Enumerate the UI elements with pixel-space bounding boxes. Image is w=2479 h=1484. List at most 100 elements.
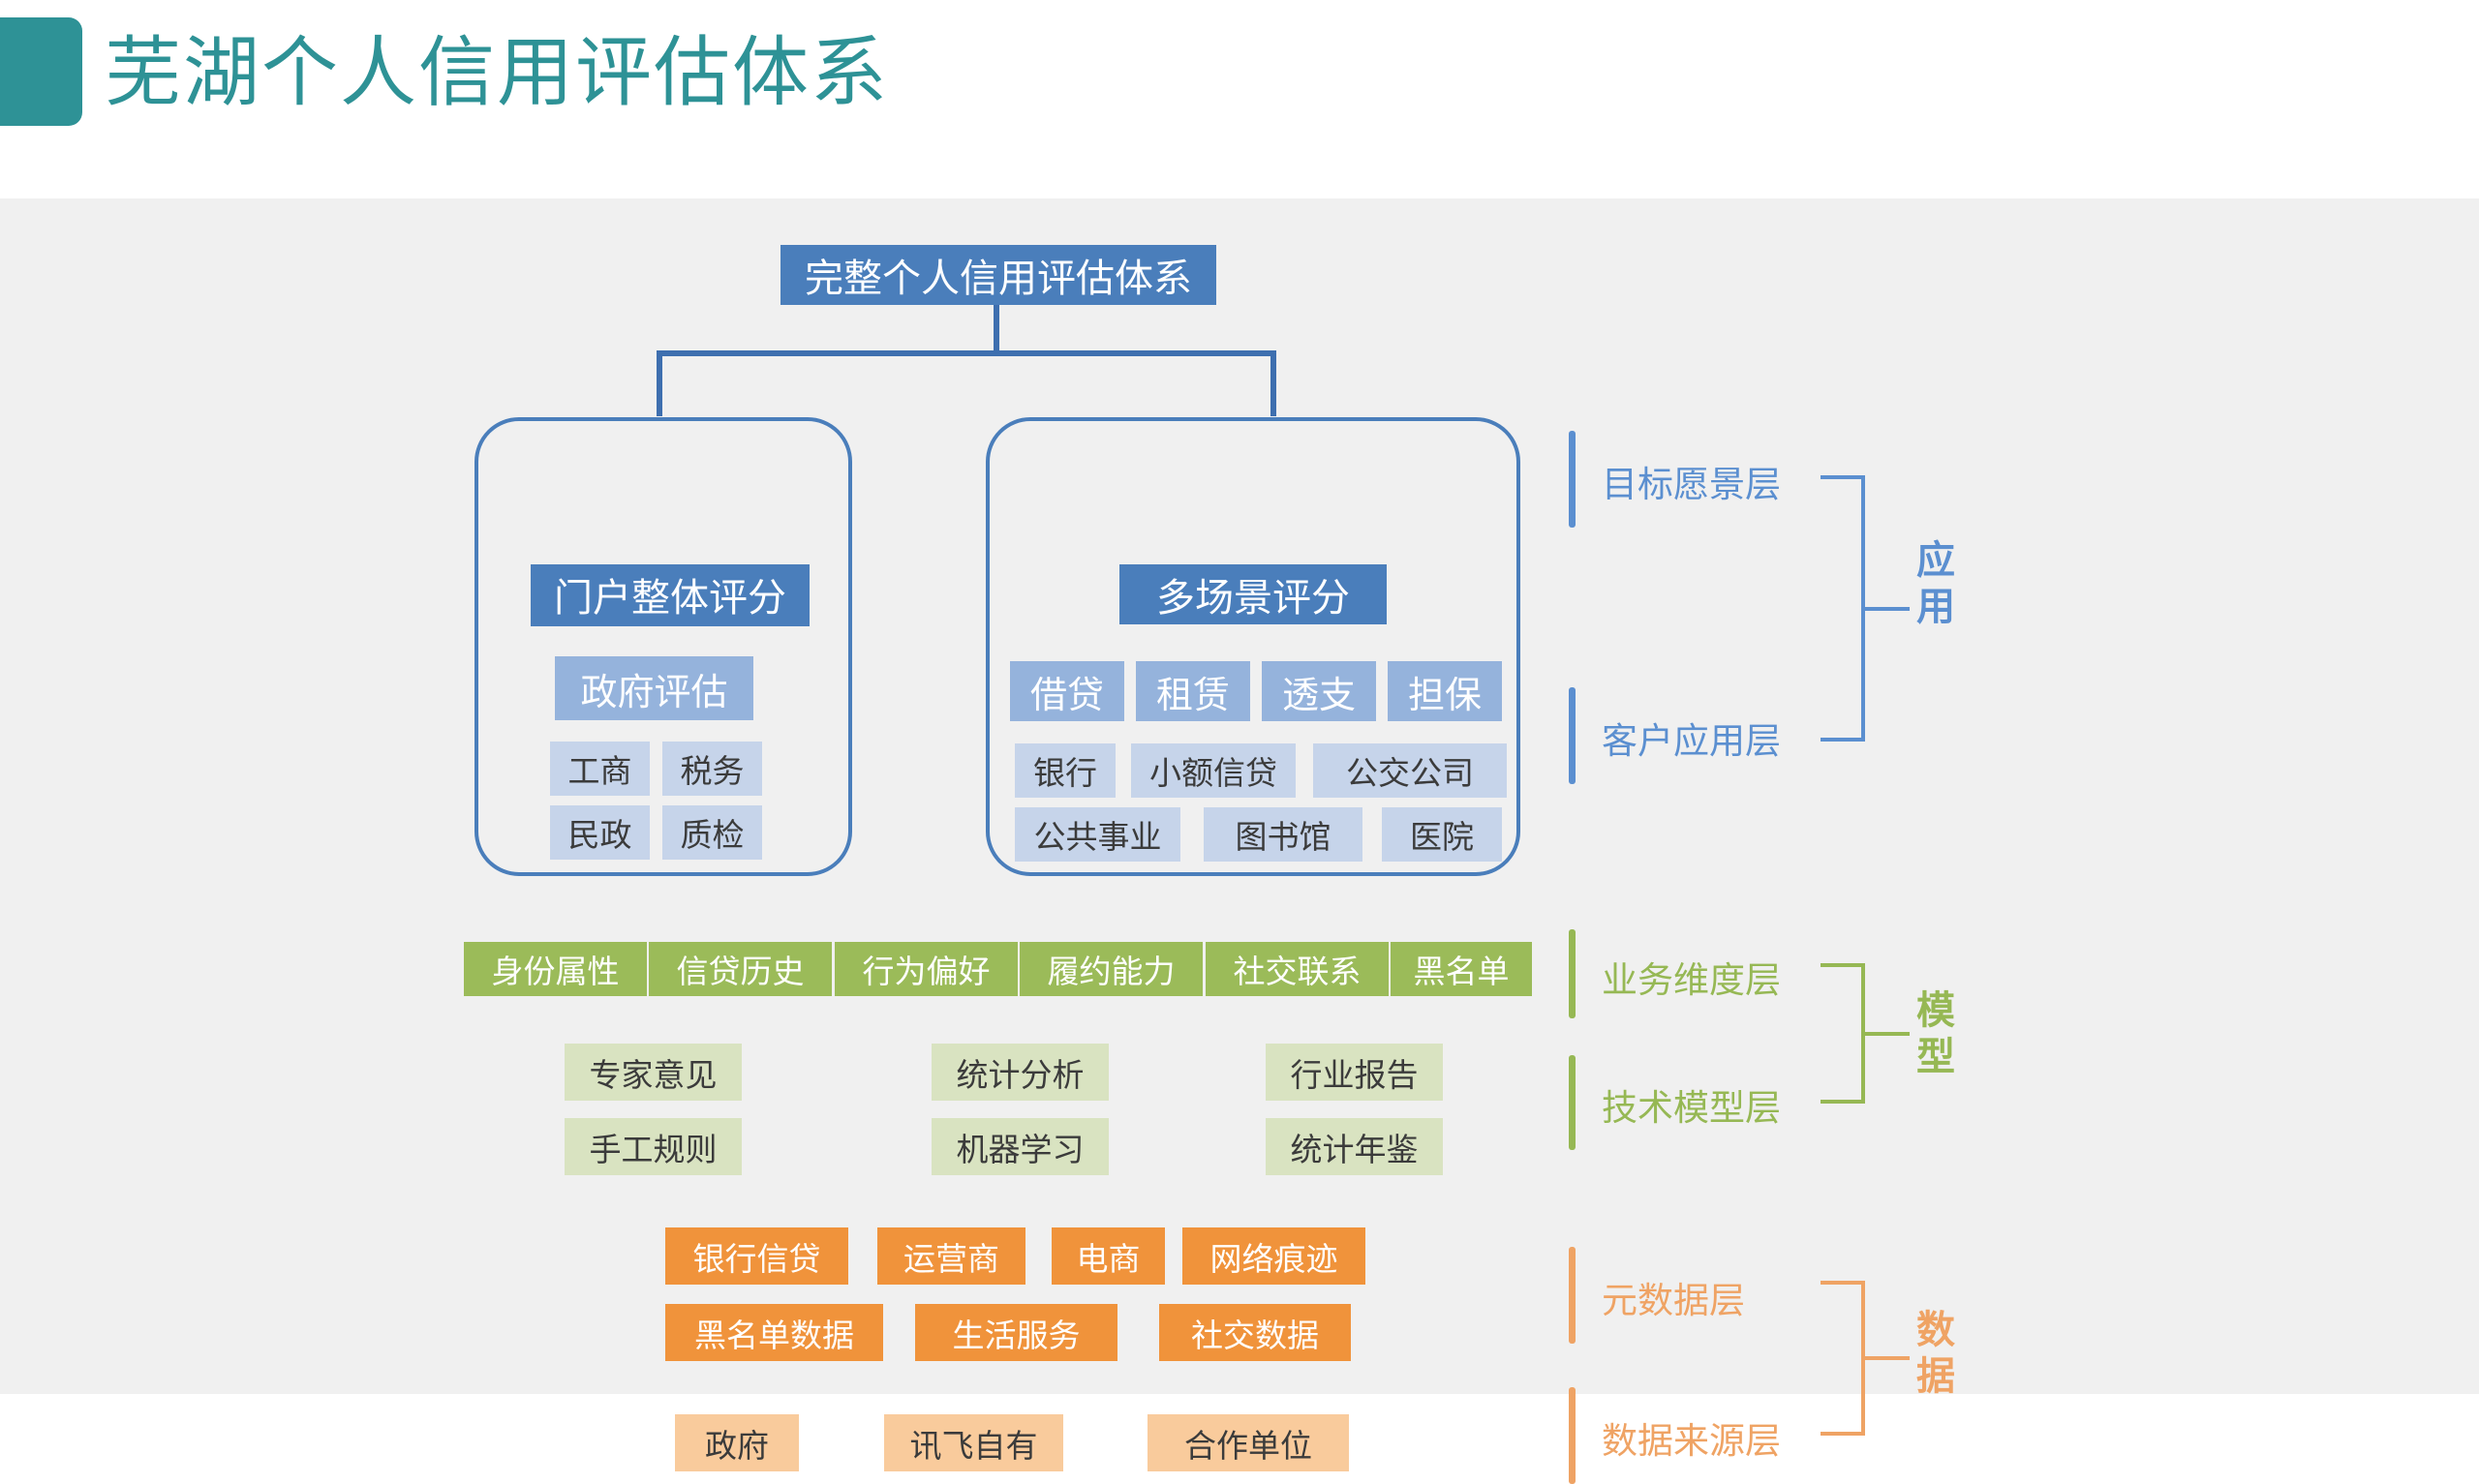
node-label: 统计分析 (956, 1058, 1085, 1094)
legend-label-source: 数据来源层 (1602, 1421, 1781, 1461)
node-label: 行为偏好 (862, 955, 991, 990)
node-scenario-r1c1[interactable]: 图书馆 (1204, 807, 1362, 862)
node-root[interactable]: 完整个人信用评估体系 (780, 245, 1216, 305)
node-source-2[interactable]: 合作单位 (1148, 1414, 1349, 1471)
node-metadata-r0c2[interactable]: 电商 (1052, 1227, 1165, 1285)
node-label: 社交联系 (1233, 955, 1362, 990)
node-label: 租赁 (1155, 675, 1230, 716)
node-source-1[interactable]: 讯飞自有 (884, 1414, 1063, 1471)
node-label: 统计年鉴 (1290, 1133, 1419, 1168)
node-scenario-p3[interactable]: 担保 (1388, 661, 1502, 721)
node-label: 手工规则 (589, 1133, 718, 1168)
legend-bar-customer (1569, 687, 1576, 784)
node-scenario-p2[interactable]: 透支 (1262, 661, 1376, 721)
group-outline-portal (474, 417, 852, 876)
connector-left-drop (657, 350, 662, 416)
node-metadata-r0c3[interactable]: 网络痕迹 (1182, 1227, 1365, 1285)
branch-head-portal[interactable]: 门户整体评分 (531, 564, 810, 624)
legend-label-customer: 客户应用层 (1602, 721, 1781, 761)
node-scenario-p0[interactable]: 借贷 (1010, 661, 1124, 721)
legend-brace-application (1821, 475, 1946, 742)
node-portal-r0c1[interactable]: 税务 (662, 742, 762, 796)
node-label: 信贷历史 (676, 955, 805, 990)
legend-bar-vision (1569, 431, 1576, 528)
node-model-r0c2[interactable]: 行业报告 (1266, 1044, 1443, 1101)
node-label: 履约能力 (1047, 955, 1176, 990)
node-label: 合作单位 (1184, 1429, 1312, 1465)
node-label: 银行 (1033, 757, 1097, 792)
node-label: 借贷 (1029, 675, 1104, 716)
branch-head-portal-label: 门户整体评分 (554, 576, 786, 620)
node-scenario-r1c0[interactable]: 公共事业 (1015, 807, 1180, 862)
group-outline-scenario (986, 417, 1520, 876)
legend-label-techmodel: 技术模型层 (1602, 1088, 1781, 1128)
node-label: 电商 (1076, 1242, 1141, 1278)
node-metadata-r0c1[interactable]: 运营商 (877, 1227, 1025, 1285)
node-label: 社交数据 (1191, 1318, 1319, 1354)
node-government-assessment[interactable]: 政府评估 (555, 656, 753, 720)
node-metadata-r0c0[interactable]: 银行信贷 (665, 1227, 848, 1285)
node-scenario-r0c1[interactable]: 小额信贷 (1131, 743, 1296, 798)
node-label: 医院 (1410, 821, 1474, 856)
legend-bar-dimension (1569, 929, 1576, 1018)
node-portal-r0c0[interactable]: 工商 (550, 742, 650, 796)
node-source-0[interactable]: 政府 (675, 1414, 799, 1471)
node-metadata-r1c2[interactable]: 社交数据 (1159, 1304, 1351, 1361)
legend-label-vision: 目标愿景层 (1602, 465, 1781, 504)
node-label: 税务 (680, 755, 745, 790)
node-label: 民政 (567, 819, 632, 854)
node-label: 图书馆 (1235, 821, 1331, 856)
node-portal-r1c1[interactable]: 质检 (662, 805, 762, 860)
node-label: 质检 (680, 819, 745, 854)
node-root-label: 完整个人信用评估体系 (805, 257, 1192, 300)
node-label: 担保 (1407, 675, 1482, 716)
node-label: 透支 (1281, 675, 1356, 716)
node-label: 公共事业 (1033, 821, 1162, 856)
node-scenario-r0c0[interactable]: 银行 (1015, 743, 1116, 798)
node-label: 身份属性 (491, 955, 620, 990)
node-label: 政府 (705, 1429, 769, 1465)
node-scenario-r1c2[interactable]: 医院 (1382, 807, 1502, 862)
branch-head-scenario-label: 多场景评分 (1156, 576, 1350, 620)
node-label: 机器学习 (956, 1133, 1085, 1168)
page-title: 芜湖个人信用评估体系 (105, 29, 889, 115)
header-band: 芜湖个人信用评估体系 (0, 0, 2479, 198)
legend-bar-metadata (1569, 1247, 1576, 1344)
node-label: 专家意见 (589, 1058, 718, 1094)
node-label: 小额信贷 (1149, 757, 1277, 792)
connector-horizontal-bar (657, 350, 1276, 356)
node-label: 黑名单数据 (694, 1318, 854, 1354)
node-model-r0c1[interactable]: 统计分析 (932, 1044, 1109, 1101)
node-model-r1c2[interactable]: 统计年鉴 (1266, 1118, 1443, 1175)
legend-group-name-data: 数据 (1916, 1309, 1955, 1398)
legend-label-dimension: 业务维度层 (1602, 960, 1781, 1000)
node-label: 银行信贷 (692, 1242, 821, 1278)
node-metadata-r1c0[interactable]: 黑名单数据 (665, 1304, 883, 1361)
legend-brace-model (1821, 963, 1946, 1104)
node-label: 工商 (567, 755, 632, 790)
node-scenario-p1[interactable]: 租赁 (1136, 661, 1250, 721)
node-dimension-5[interactable]: 黑名单 (1391, 942, 1532, 996)
connector-root-stem (994, 305, 999, 353)
connector-right-drop (1270, 350, 1276, 416)
node-label: 公交公司 (1346, 757, 1474, 792)
node-dimension-0[interactable]: 身份属性 (464, 942, 647, 996)
legend-bar-source (1569, 1387, 1576, 1484)
node-model-r1c1[interactable]: 机器学习 (932, 1118, 1109, 1175)
node-portal-r1c0[interactable]: 民政 (550, 805, 650, 860)
node-dimension-2[interactable]: 行为偏好 (835, 942, 1018, 996)
node-model-r0c0[interactable]: 专家意见 (565, 1044, 742, 1101)
node-metadata-r1c1[interactable]: 生活服务 (915, 1304, 1117, 1361)
node-dimension-4[interactable]: 社交联系 (1206, 942, 1389, 996)
branch-head-scenario[interactable]: 多场景评分 (1119, 564, 1387, 624)
node-label: 讯飞自有 (909, 1429, 1038, 1465)
node-dimension-3[interactable]: 履约能力 (1020, 942, 1203, 996)
node-label: 黑名单 (1413, 955, 1510, 990)
node-model-r1c0[interactable]: 手工规则 (565, 1118, 742, 1175)
node-label: 运营商 (903, 1242, 999, 1278)
node-dimension-1[interactable]: 信贷历史 (649, 942, 832, 996)
node-scenario-r0c2[interactable]: 公交公司 (1313, 743, 1507, 798)
node-label: 网络痕迹 (1209, 1242, 1338, 1278)
legend-label-metadata: 元数据层 (1602, 1281, 1745, 1320)
title-accent-bar (0, 17, 82, 126)
